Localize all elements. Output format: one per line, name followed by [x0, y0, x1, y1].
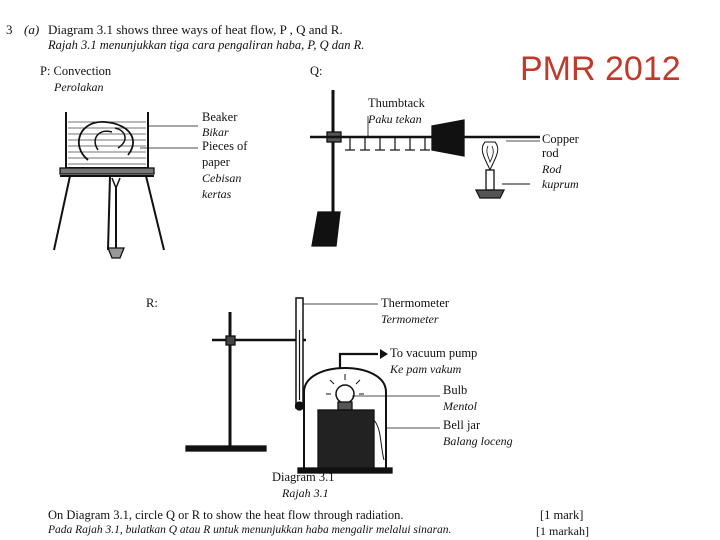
question-stem: Diagram 3.1 shows three ways of heat flo…: [48, 22, 343, 37]
mark-allocation-malay: [1 markah]: [536, 524, 589, 538]
question-stem-malay: Rajah 3.1 menunjukkan tiga cara pengalir…: [48, 38, 365, 52]
mark-allocation: [1 mark]: [540, 508, 584, 522]
beaker-label: Beaker: [202, 110, 238, 124]
bell-jar-label: Bell jar: [443, 418, 481, 432]
conduction-title: Q:: [310, 64, 323, 78]
exam-year-stamp: PMR 2012: [520, 50, 681, 88]
copper-rod-label: Copper: [542, 132, 579, 146]
paper-pieces-label-malay: Cebisan: [202, 171, 242, 185]
vacuum-pump-label-malay: Ke pam vakum: [390, 362, 462, 376]
paper-pieces-label-malay-line2: kertas: [202, 187, 232, 201]
copper-rod-label-line2: rod: [542, 146, 559, 160]
thumbtack-label-malay: Paku tekan: [368, 112, 422, 126]
instruction-text: On Diagram 3.1, circle Q or R to show th…: [48, 508, 404, 522]
radiation-title: R:: [146, 296, 158, 310]
bulb-label: Bulb: [443, 383, 468, 397]
thermometer-label: Thermometer: [381, 296, 450, 310]
copper-rod-label-malay-line2: kuprum: [542, 177, 579, 191]
question-part: (a): [24, 22, 40, 37]
convection-apparatus: [53, 112, 198, 259]
convection-title: P: Convection: [40, 64, 112, 78]
conduction-apparatus: [310, 90, 540, 247]
bell-jar-label-malay: Balang loceng: [443, 434, 513, 448]
beaker-label-malay: Bikar: [202, 125, 229, 139]
copper-rod-label-malay: Rod: [542, 162, 562, 176]
vacuum-pump-label: To vacuum pump: [390, 346, 478, 360]
diagram-caption-malay: Rajah 3.1: [282, 486, 329, 500]
paper-pieces-label: Pieces of: [202, 139, 248, 153]
radiation-apparatus: [185, 297, 440, 474]
thermometer-label-malay: Termometer: [381, 312, 439, 326]
convection-title-malay: Perolakan: [54, 80, 104, 94]
question-number: 3: [6, 22, 13, 37]
instruction-text-malay: Pada Rajah 3.1, bulatkan Q atau R untuk …: [48, 524, 452, 536]
diagram-caption: Diagram 3.1: [272, 470, 335, 484]
thumbtack-label: Thumbtack: [368, 96, 425, 110]
bulb-label-malay: Mentol: [443, 399, 477, 413]
vacuum-arrow-icon: [380, 349, 388, 359]
paper-pieces-label-line2: paper: [202, 155, 230, 169]
